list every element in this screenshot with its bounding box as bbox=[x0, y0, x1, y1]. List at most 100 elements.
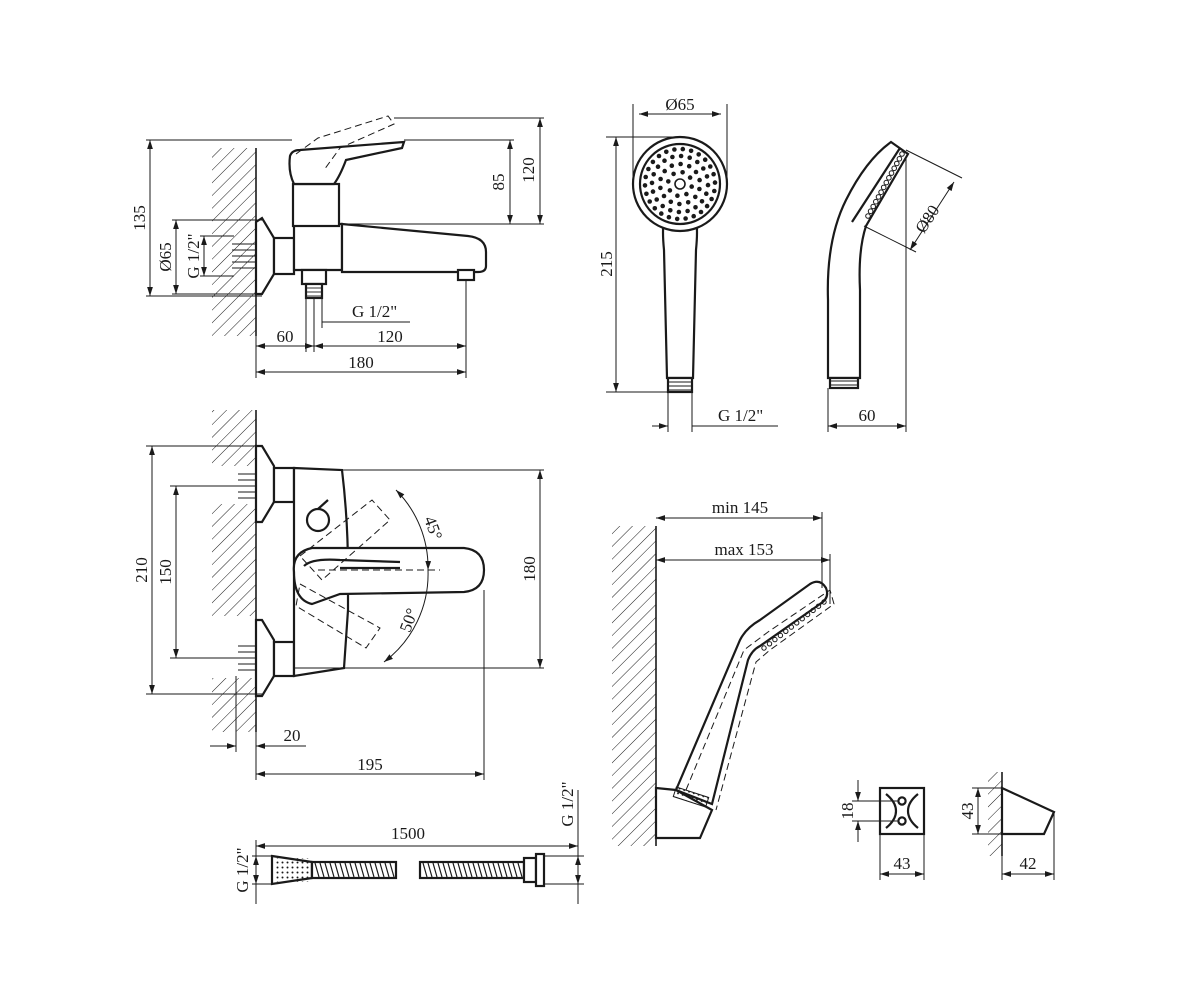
hose-winding bbox=[507, 862, 513, 878]
nozzle-dot bbox=[689, 184, 694, 189]
hose-winding bbox=[324, 862, 330, 878]
shower-thread bbox=[666, 376, 694, 394]
nozzle-dot bbox=[693, 169, 699, 175]
nozzle-dot bbox=[705, 182, 711, 188]
nozzle-dot bbox=[669, 163, 675, 168]
nozzle-dot bbox=[678, 161, 683, 167]
dock-nozzle bbox=[783, 628, 789, 634]
nozzle-dot bbox=[647, 199, 652, 204]
side-nozzle bbox=[865, 213, 871, 219]
dock-nozzle bbox=[794, 620, 800, 626]
spout bbox=[340, 222, 488, 274]
nozzle-dot bbox=[662, 168, 667, 174]
shower-side-nozzles bbox=[865, 151, 905, 219]
wall-flange bbox=[254, 216, 276, 296]
nozzle-dot bbox=[712, 180, 718, 185]
hose-winding bbox=[487, 862, 493, 878]
side-nozzle bbox=[880, 184, 887, 191]
dim-head-diameter: Ø65 bbox=[665, 95, 694, 114]
nozzle-dot bbox=[675, 193, 680, 198]
holder-assembly-view: min 145 max 153 bbox=[612, 498, 835, 846]
nozzle-dot bbox=[704, 203, 710, 209]
nozzle-dot bbox=[659, 211, 664, 216]
shower-thread-marks bbox=[668, 381, 692, 391]
dim-shower-thread: G 1/2" bbox=[718, 406, 763, 425]
hose-winding bbox=[467, 862, 473, 878]
dim-bracket-height: 43 bbox=[958, 803, 977, 820]
dim-total-length: 195 bbox=[357, 755, 383, 774]
nozzle-dot bbox=[652, 206, 658, 211]
dock-nozzle bbox=[804, 611, 811, 618]
bracket-screw-hole-top bbox=[897, 796, 907, 806]
nozzle-dot bbox=[685, 208, 690, 214]
hose-winding bbox=[432, 862, 438, 878]
hose-texture-left bbox=[314, 862, 395, 878]
shower-handle bbox=[661, 218, 699, 380]
nozzle-dot bbox=[695, 159, 700, 165]
dim-overall-height: 135 bbox=[130, 205, 149, 231]
hose-winding bbox=[354, 862, 360, 878]
dim-shower-length: 215 bbox=[597, 251, 616, 277]
hose-winding bbox=[462, 862, 468, 878]
side-nozzle bbox=[873, 198, 879, 205]
diverter-knob bbox=[305, 507, 331, 533]
dock-nozzle bbox=[777, 632, 784, 639]
nozzle-dot bbox=[651, 172, 656, 177]
shower-center-disc bbox=[674, 178, 686, 190]
hose-winding bbox=[359, 862, 365, 878]
dim-hose-thread-right: G 1/2" bbox=[558, 781, 577, 826]
nozzle-dot bbox=[660, 203, 665, 209]
nozzle-dot bbox=[672, 147, 677, 152]
nozzle-dot bbox=[658, 176, 663, 182]
hose-winding bbox=[339, 862, 345, 878]
nozzle-dot bbox=[666, 214, 672, 220]
wall-hatch-middle bbox=[212, 504, 256, 616]
nozzle-dot bbox=[644, 191, 649, 197]
nozzle-dot bbox=[662, 158, 667, 163]
nozzle-dot bbox=[701, 166, 706, 171]
dim-bracket-depth: 42 bbox=[1020, 854, 1037, 873]
nozzle-dot bbox=[666, 179, 671, 184]
mixer-side-view: 135 Ø65 G 1/2" 85 120 G 1/2" 60 120 bbox=[130, 115, 544, 378]
hose-winding bbox=[472, 862, 478, 878]
dim-eccentric-spread: 210 bbox=[132, 557, 151, 583]
aerator bbox=[456, 268, 476, 282]
hose-winding bbox=[344, 862, 350, 878]
dim-inlet-spacing: 150 bbox=[156, 559, 175, 585]
nozzle-dot bbox=[680, 170, 685, 175]
hose-winding bbox=[389, 862, 395, 878]
nozzle-dot bbox=[680, 146, 686, 152]
nozzle-dot bbox=[708, 164, 713, 169]
hose-winding bbox=[477, 862, 483, 878]
bracket-side-outline bbox=[1000, 786, 1056, 836]
side-nozzle bbox=[888, 170, 895, 176]
lower-flange bbox=[254, 618, 276, 698]
dim-total-depth: 180 bbox=[348, 353, 374, 372]
lower-nut bbox=[272, 640, 296, 678]
hose-winding bbox=[374, 862, 380, 878]
wall-hatch-bracket bbox=[988, 772, 1002, 856]
nozzle-dot bbox=[678, 153, 684, 159]
nozzle-dot bbox=[686, 163, 692, 169]
shower-side-body bbox=[826, 140, 910, 380]
nozzle-dot bbox=[668, 199, 674, 205]
nozzle-dot bbox=[671, 171, 676, 177]
nozzle-dot bbox=[677, 201, 682, 207]
dim-inlet-thread: G 1/2" bbox=[184, 233, 203, 278]
nozzle-dot bbox=[699, 199, 705, 204]
dim-hose-thread-left: G 1/2" bbox=[233, 847, 252, 892]
nozzle-dot bbox=[650, 189, 656, 194]
nozzle-dot bbox=[693, 205, 698, 210]
side-nozzle bbox=[878, 189, 884, 195]
nozzle-dot bbox=[687, 175, 693, 180]
wall-holder bbox=[654, 786, 714, 840]
dim-height-180: 180 bbox=[520, 556, 539, 582]
cartridge-column bbox=[291, 182, 341, 228]
side-nozzle bbox=[896, 156, 903, 162]
dim-max-reach: max 153 bbox=[714, 540, 773, 559]
dim-wall-to-axis: 60 bbox=[277, 327, 294, 346]
holder-bracket-front: 18 43 bbox=[838, 780, 926, 880]
docked-shower-alt-outline bbox=[685, 589, 835, 811]
nozzle-dot bbox=[650, 159, 656, 165]
docked-shower-nozzles bbox=[761, 599, 827, 651]
